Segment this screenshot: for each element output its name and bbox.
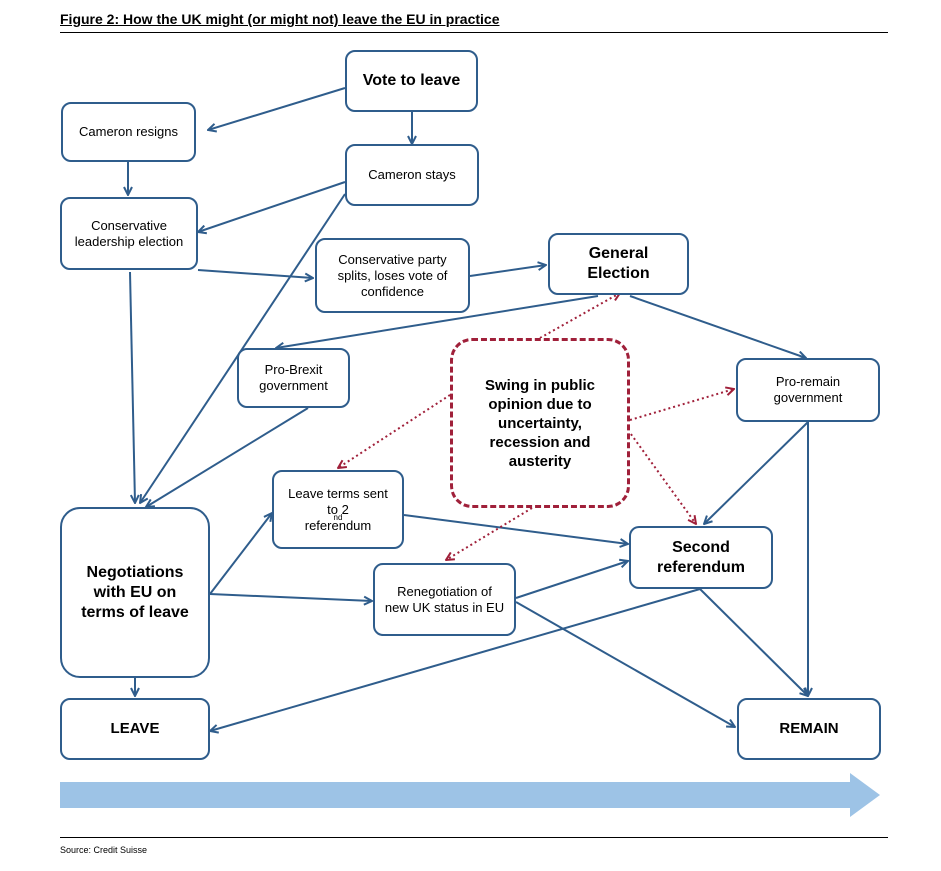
arrow-negotiations-to-leaveterms: [209, 513, 272, 595]
arrow-negotiations-to-renegotiation: [209, 593, 372, 601]
arrow-renegotiation-to-second: [515, 561, 628, 599]
second-referendum-box: Second referendum: [629, 526, 773, 589]
cameron-resigns-label: Cameron resigns: [79, 124, 178, 139]
dotted-arrow-swing-to-election: [539, 293, 620, 339]
leave-terms-label-main: Leave terms sent to 2: [288, 485, 388, 517]
cameron-stays-box: Cameron stays: [345, 144, 479, 206]
swing-in-opinion-label: Swing in public opinion due to uncertain…: [485, 376, 595, 470]
renegotiation-box: Renegotiation of new UK status in EU: [373, 563, 516, 636]
arrow-splits-to-election: [469, 265, 546, 277]
vote-to-leave-box: Vote to leave: [345, 50, 478, 112]
arrow-stays-to-leadership: [198, 181, 346, 232]
dotted-arrow-swing-to-second: [627, 429, 696, 524]
party-splits-label: Conservative party splits, loses vote of…: [337, 251, 448, 299]
arrow-leadership-to-splits: [197, 269, 313, 278]
arrow-second-to-remain: [699, 588, 808, 696]
general-election-label: General Election: [587, 245, 650, 282]
negotiations-label: Negotiations with EU on terms of leave: [81, 563, 189, 621]
cameron-stays-label: Cameron stays: [368, 167, 456, 182]
remain-outcome-box: REMAIN: [737, 698, 881, 760]
bottom-rule: [60, 837, 888, 838]
arrow-leaveterms-to-second: [403, 514, 628, 544]
arrow-leadership-to-negotiations: [129, 271, 135, 503]
arrow-renegotiation-to-remain: [515, 601, 735, 727]
arrow-probrexit-to-negotiations: [146, 407, 309, 507]
arrow-election-to-proremain: [629, 295, 806, 358]
pro-brexit-label: Pro-Brexit government: [259, 362, 328, 393]
second-referendum-label: Second referendum: [656, 538, 746, 576]
figure-title: Figure 2: How the UK might (or might not…: [60, 11, 500, 27]
party-splits-box: Conservative party splits, loses vote of…: [315, 238, 470, 313]
remain-outcome-label: REMAIN: [779, 720, 839, 737]
arrow-proremain-to-second: [704, 421, 809, 524]
negotiations-box: Negotiations with EU on terms of leave: [60, 507, 210, 678]
general-election-box: General Election: [548, 233, 689, 295]
vote-to-leave-label: Vote to leave: [362, 72, 461, 89]
arrow-election-to-probrexit: [276, 295, 599, 348]
leave-terms-label-end: referendum: [304, 517, 372, 533]
dotted-arrow-swing-to-leaveterms: [338, 394, 451, 468]
leadership-election-box: Conservative leadership election: [60, 197, 198, 270]
swing-in-opinion-box: Swing in public opinion due to uncertain…: [450, 338, 630, 508]
dotted-arrow-swing-to-renegotiation: [446, 507, 533, 560]
leave-outcome-box: LEAVE: [60, 698, 210, 760]
pro-remain-box: Pro-remain government: [736, 358, 880, 422]
renegotiation-label: Renegotiation of new UK status in EU: [384, 583, 505, 615]
top-rule: [60, 32, 888, 33]
leave-outcome-label: LEAVE: [110, 720, 160, 737]
dotted-arrow-swing-to-proremain: [629, 389, 734, 421]
pro-brexit-box: Pro-Brexit government: [237, 348, 350, 408]
source-note: Source: Credit Suisse: [60, 845, 148, 855]
cameron-resigns-box: Cameron resigns: [61, 102, 196, 162]
leadership-election-label: Conservative leadership election: [74, 217, 184, 249]
pro-remain-label: Pro-remain government: [773, 374, 843, 405]
arrow-second-to-leave: [210, 588, 701, 731]
arrow-vote-to-resigns: [208, 87, 346, 130]
timeline-arrow: [60, 773, 880, 817]
